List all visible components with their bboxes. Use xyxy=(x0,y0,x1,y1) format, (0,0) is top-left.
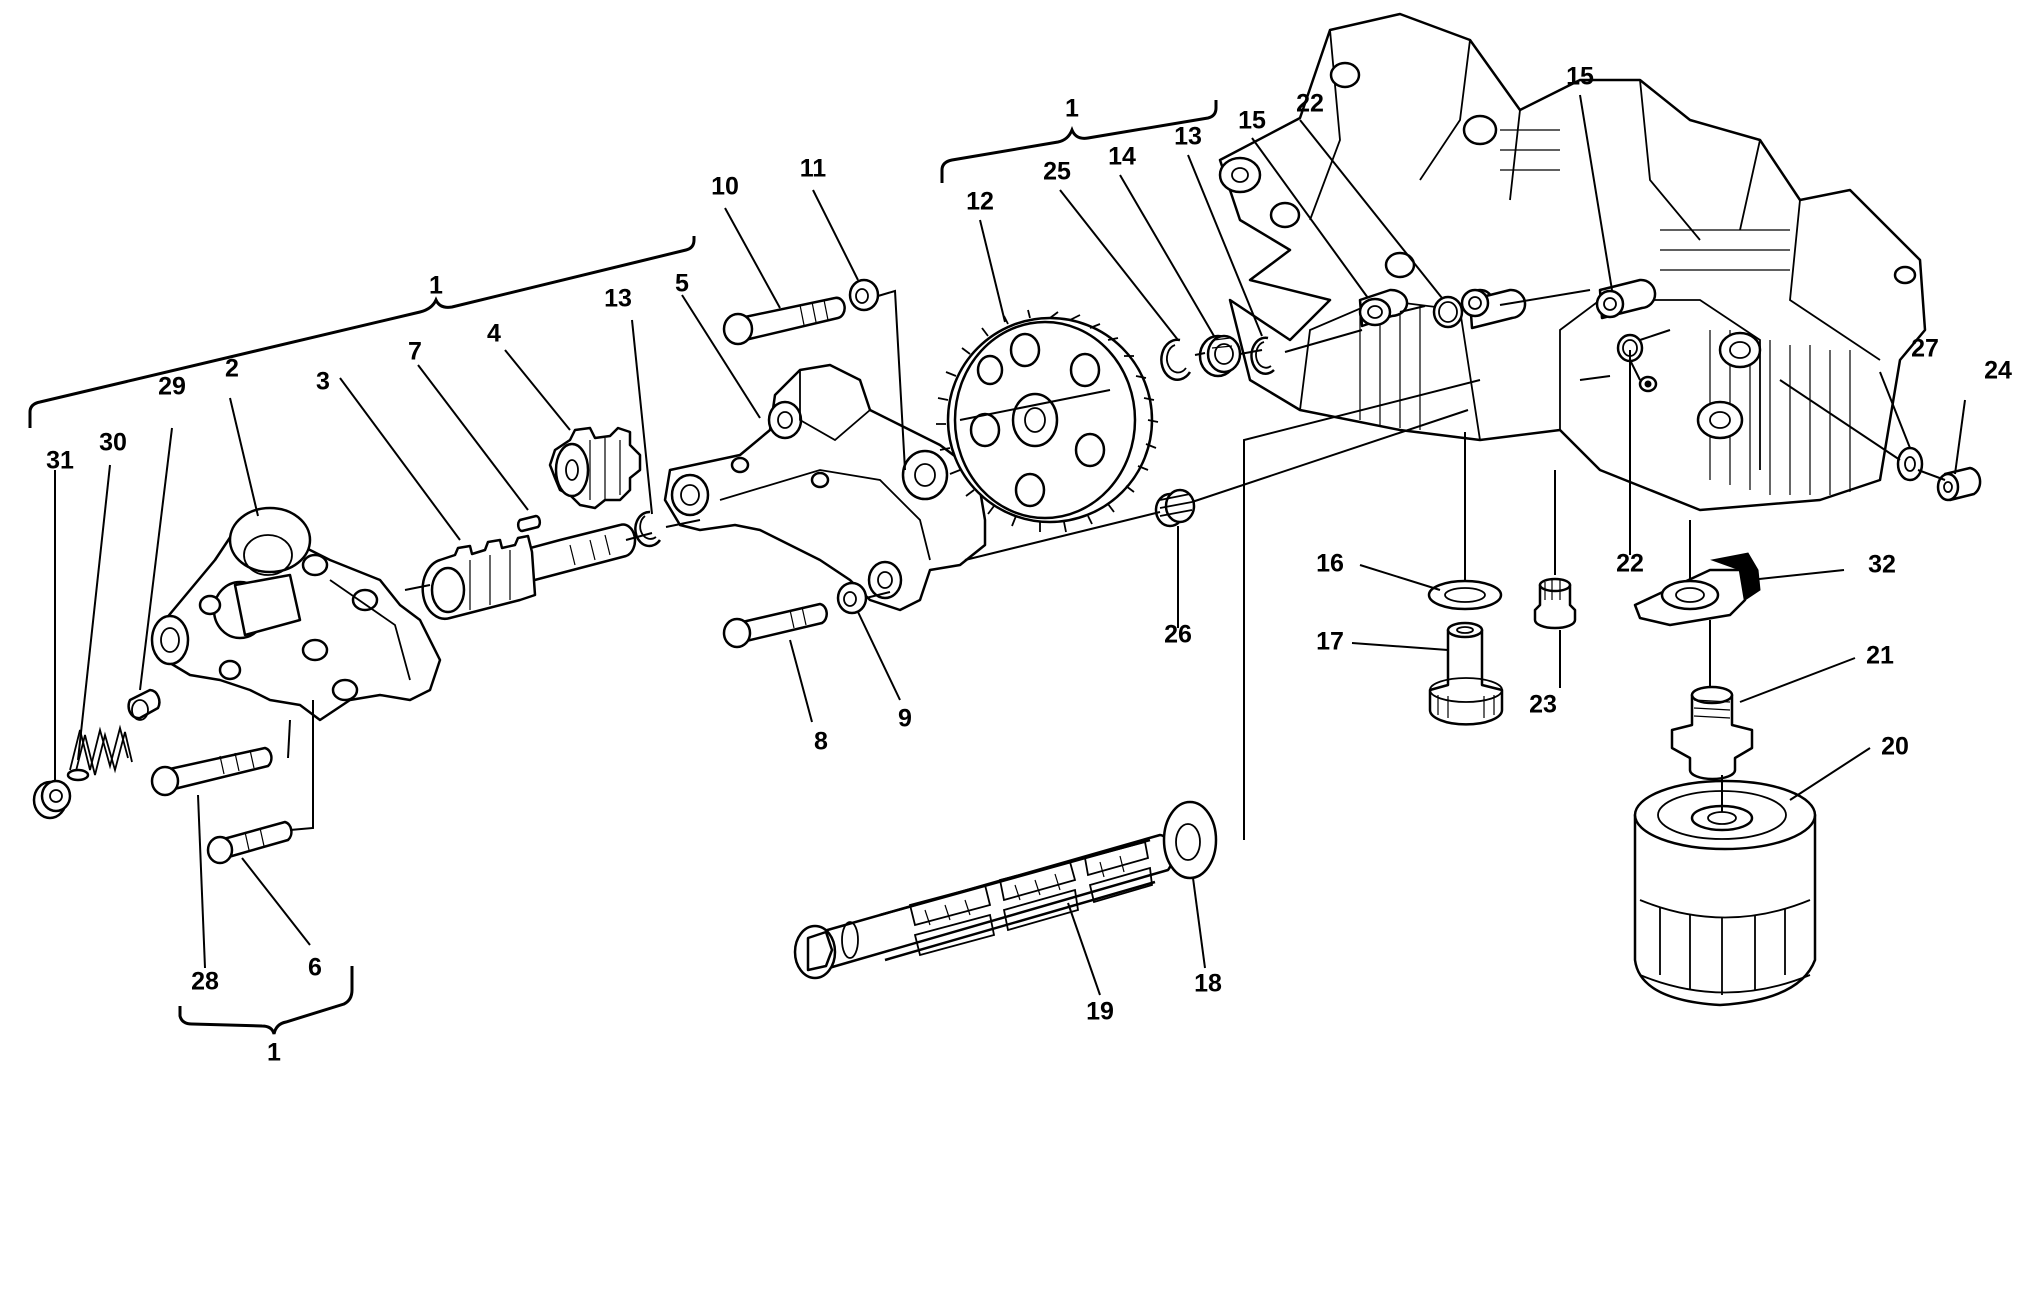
rotor-shaft xyxy=(421,523,637,620)
callout-15-right: 15 xyxy=(1566,63,1594,91)
drive-gear xyxy=(936,309,1159,533)
inner-rotor-gear xyxy=(548,426,642,510)
washer-9 xyxy=(836,581,868,615)
callout-30: 30 xyxy=(99,429,127,457)
callout-26: 26 xyxy=(1164,621,1192,649)
callout-24: 24 xyxy=(1984,357,2012,385)
bolt-10 xyxy=(722,296,846,346)
callout-32: 32 xyxy=(1868,551,1896,579)
oil-filter xyxy=(1633,779,1817,1007)
callout-12: 12 xyxy=(966,188,994,216)
spacer-32 xyxy=(1633,552,1761,627)
leader-lines xyxy=(54,94,1966,996)
drive-pin xyxy=(516,514,542,533)
callout-29: 29 xyxy=(158,373,186,401)
group-bracket-top-mid xyxy=(940,100,1218,183)
callout-13-left: 13 xyxy=(604,285,632,313)
bushing-14 xyxy=(1198,334,1242,378)
pump-body xyxy=(663,363,987,612)
nipple-21 xyxy=(1670,685,1754,781)
callout-1-bottom: 1 xyxy=(267,1039,281,1067)
callout-21: 21 xyxy=(1866,642,1894,670)
circlip-25 xyxy=(1160,338,1192,381)
callout-25: 25 xyxy=(1043,158,1071,186)
callout-7: 7 xyxy=(408,338,422,366)
callout-28: 28 xyxy=(191,968,219,996)
callout-22-left: 22 xyxy=(1296,90,1324,118)
group-bracket-bottom xyxy=(178,966,354,1035)
callout-22-right: 22 xyxy=(1616,550,1644,578)
callout-14: 14 xyxy=(1108,143,1136,171)
callout-1-top-mid: 1 xyxy=(1065,95,1079,123)
fitting-17 xyxy=(1428,621,1504,726)
callout-16: 16 xyxy=(1316,550,1344,578)
oil-strainer xyxy=(793,833,1175,980)
circlip-13-right xyxy=(1250,336,1275,375)
callout-9: 9 xyxy=(898,705,912,733)
callout-3: 3 xyxy=(316,368,330,396)
spring-30 xyxy=(66,724,133,782)
callout-11: 11 xyxy=(800,155,827,183)
callout-labels: 1 1 1 2 3 4 5 6 7 8 9 10 11 12 13 13 14 … xyxy=(46,63,2012,1067)
callout-18: 18 xyxy=(1194,970,1222,998)
engine-crankcase xyxy=(1218,12,1927,512)
bolt-28 xyxy=(150,746,273,797)
callout-8: 8 xyxy=(814,728,828,756)
group-bracket-top-left xyxy=(28,236,696,428)
plug-31 xyxy=(32,779,72,820)
callout-31: 31 xyxy=(46,447,74,475)
callout-17: 17 xyxy=(1316,628,1344,656)
washer-16 xyxy=(1427,579,1503,611)
plug-24 xyxy=(1936,466,1982,502)
plug-23 xyxy=(1533,577,1577,630)
callout-20: 20 xyxy=(1881,733,1909,761)
washer-18 xyxy=(1162,800,1218,880)
callout-5: 5 xyxy=(675,270,689,298)
circlip-left xyxy=(634,510,662,548)
bolt-8 xyxy=(722,602,828,649)
washer-27 xyxy=(1896,446,1924,482)
callout-6: 6 xyxy=(308,954,322,982)
callout-13-right: 13 xyxy=(1174,123,1202,151)
callout-2: 2 xyxy=(225,355,239,383)
callout-10: 10 xyxy=(711,173,739,201)
spring-26 xyxy=(1154,488,1196,528)
callout-15-left: 15 xyxy=(1238,107,1266,135)
washer-11 xyxy=(848,278,880,312)
pump-cover xyxy=(150,506,442,722)
callout-19: 19 xyxy=(1086,998,1114,1026)
callout-4: 4 xyxy=(487,320,501,348)
callout-1-top-left: 1 xyxy=(429,272,443,300)
callout-27: 27 xyxy=(1911,335,1939,363)
relief-valve-29 xyxy=(127,688,161,721)
bolt-6 xyxy=(206,820,293,865)
callout-23: 23 xyxy=(1529,691,1557,719)
